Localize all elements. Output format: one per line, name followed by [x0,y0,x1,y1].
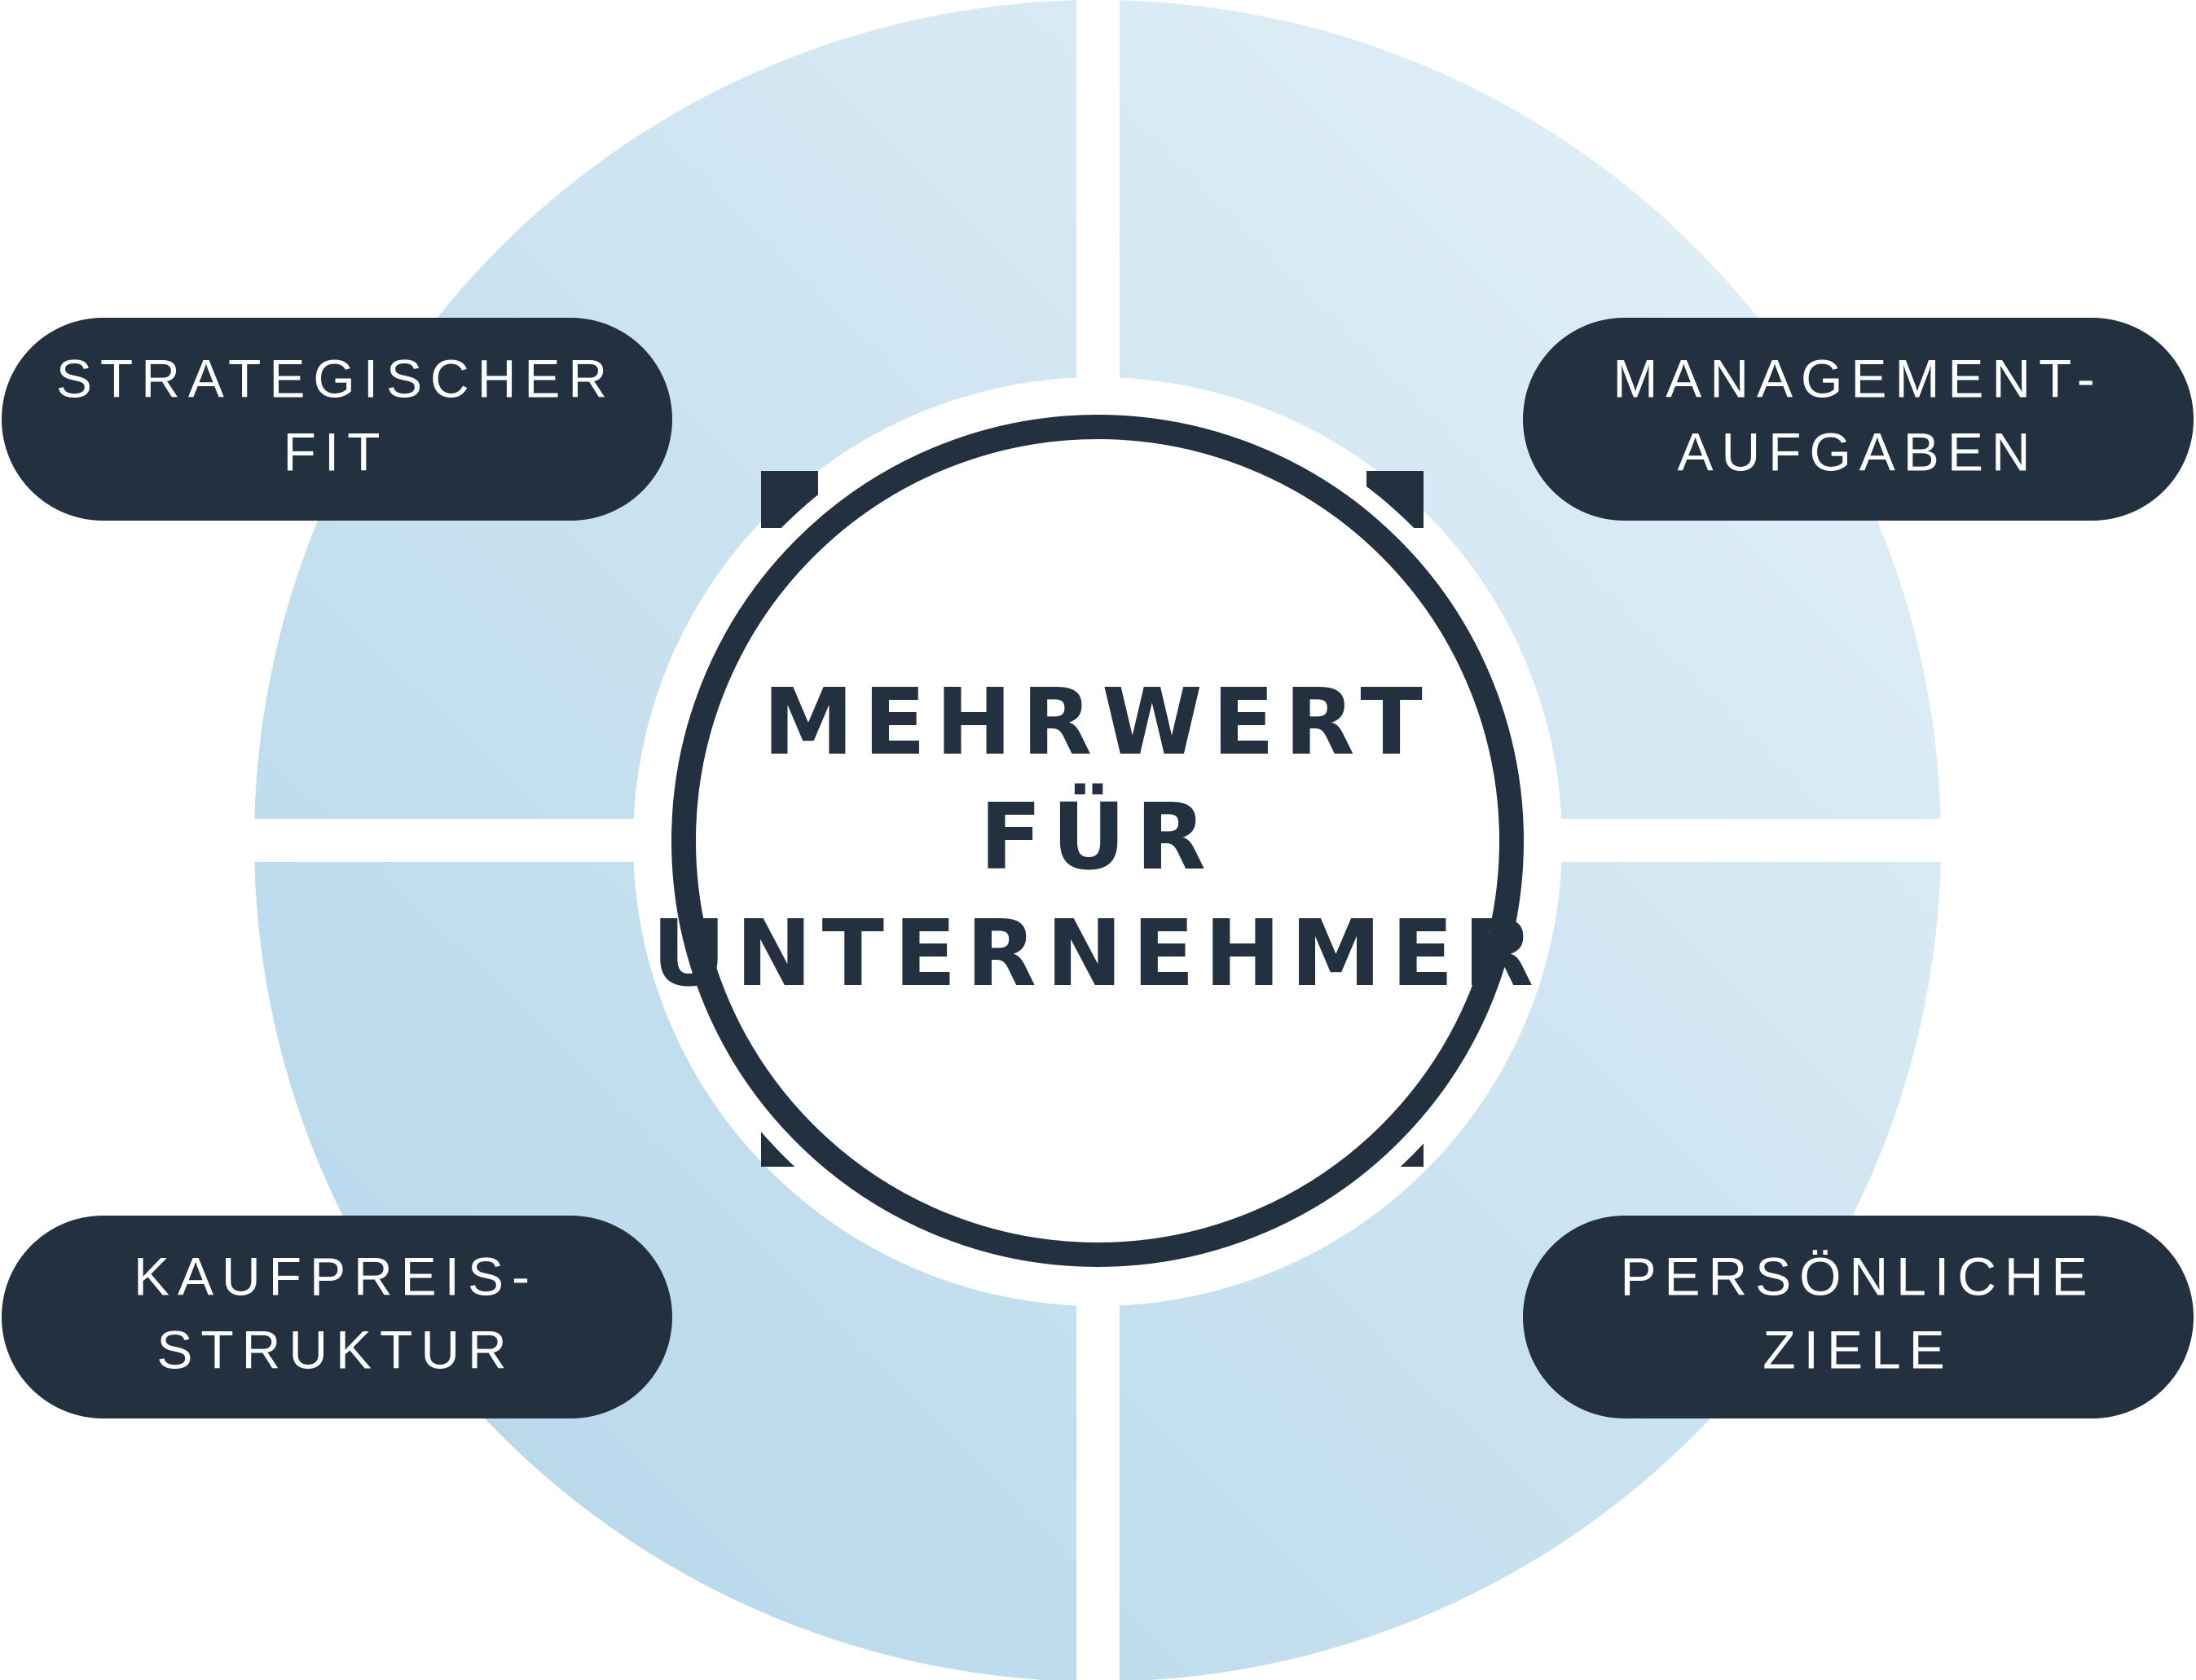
pill-bottom-left-line1: KAUFPREIS- [134,1246,538,1306]
pill-kaufpreis-struktur: KAUFPREIS- STRUKTUR [2,1216,672,1418]
pill-bottom-right-line1: PERSÖNLICHE [1620,1246,2095,1306]
pill-bottom-left-line2: STRUKTUR [156,1319,514,1379]
pill-persoenliche-ziele: PERSÖNLICHE ZIELE [1523,1216,2194,1418]
pill-top-right-line2: AUFGABEN [1677,421,2038,482]
center-title-line2: FÜR [979,784,1216,891]
pill-strategischer-fit: STRATEGISCHER FIT [2,318,672,521]
pill-top-left-line2: FIT [284,421,389,482]
outer-ring [254,0,1941,1680]
center-circle [671,415,1524,1267]
pill-top-left-line1: STRATEGISCHER [56,348,615,408]
center-title-line1: MEHRWERT [763,670,1432,776]
pill-management-aufgaben: MANAGEMENT- AUFGABEN [1523,318,2194,521]
center-title-line3: UNTERNEHMER [652,901,1543,1007]
pill-bottom-right-line2: ZIELE [1763,1319,1952,1379]
pill-top-right-line1: MANAGEMENT- [1613,348,2102,408]
